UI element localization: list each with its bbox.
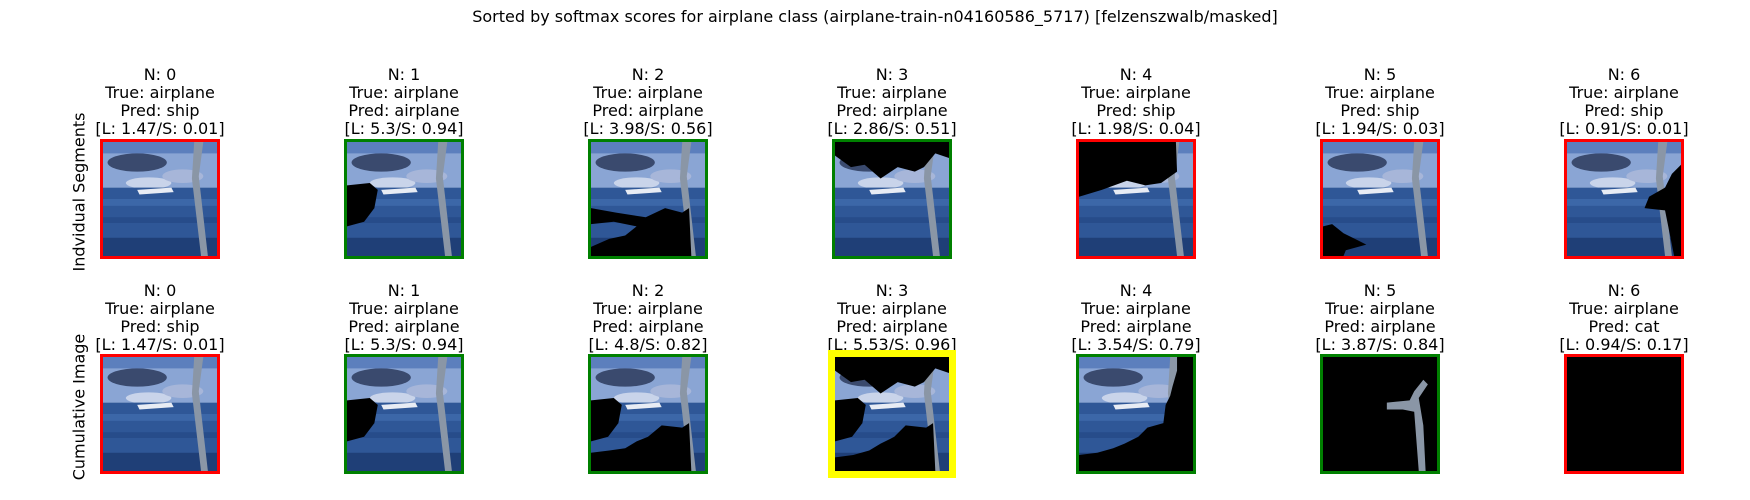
panel-title-true: True: airplane	[593, 299, 703, 318]
panel-title-pred: Pred: airplane	[1324, 317, 1436, 336]
panel-title-pred: Pred: ship	[120, 101, 200, 120]
panel-title-true: True: airplane	[105, 299, 215, 318]
panel-title-pred: Pred: ship	[120, 317, 200, 336]
panel-title-pred: Pred: airplane	[592, 101, 704, 120]
panel-title-true: True: airplane	[1325, 299, 1435, 318]
panel-title-ls: [L: 5.3/S: 0.94]	[344, 335, 464, 354]
figure-title: Sorted by softmax scores for airplane cl…	[472, 7, 1278, 26]
panel-title-pred: Pred: airplane	[836, 317, 948, 336]
panel-image	[344, 139, 464, 259]
panel-title-n: N: 0	[143, 65, 177, 84]
panel-image	[588, 354, 708, 474]
panel-title-n: N: 6	[1607, 65, 1641, 84]
panel-title-n: N: 3	[875, 281, 909, 300]
panel-image	[832, 139, 952, 259]
panel-title-pred: Pred: ship	[1340, 101, 1420, 120]
panel-title-n: N: 4	[1119, 65, 1153, 84]
panel-image	[344, 354, 464, 474]
panel-title-n: N: 1	[387, 65, 421, 84]
panel-title-true: True: airplane	[593, 83, 703, 102]
panel-image	[1076, 354, 1196, 474]
panel-title-ls: [L: 2.86/S: 0.51]	[827, 119, 957, 138]
panel-title-n: N: 5	[1363, 281, 1397, 300]
panel-title-ls: [L: 0.91/S: 0.01]	[1559, 119, 1689, 138]
panel-title-pred: Pred: airplane	[348, 317, 460, 336]
panel-title-n: N: 4	[1119, 281, 1153, 300]
panel-title-pred: Pred: ship	[1584, 101, 1664, 120]
panel-title-n: N: 2	[631, 281, 665, 300]
panel-title-pred: Pred: airplane	[592, 317, 704, 336]
panel-title-ls: [L: 0.94/S: 0.17]	[1559, 335, 1689, 354]
panel-title-n: N: 1	[387, 281, 421, 300]
panel-image	[1320, 354, 1440, 474]
panel-title-true: True: airplane	[1569, 299, 1679, 318]
panel-title-ls: [L: 3.87/S: 0.84]	[1315, 335, 1445, 354]
panel-title-ls: [L: 1.47/S: 0.01]	[95, 119, 225, 138]
panel-title-true: True: airplane	[1081, 83, 1191, 102]
panel-image	[100, 139, 220, 259]
panel-title-ls: [L: 3.98/S: 0.56]	[583, 119, 713, 138]
panel-title-true: True: airplane	[349, 299, 459, 318]
panel-title-ls: [L: 3.54/S: 0.79]	[1071, 335, 1201, 354]
panel-title-true: True: airplane	[1569, 83, 1679, 102]
panel-title-ls: [L: 5.53/S: 0.96]	[827, 335, 957, 354]
panel-title-true: True: airplane	[1081, 299, 1191, 318]
panel-image	[588, 139, 708, 259]
panel-title-ls: [L: 5.3/S: 0.94]	[344, 119, 464, 138]
panel-image	[1564, 354, 1684, 474]
panel-title-n: N: 0	[143, 281, 177, 300]
panel-image	[1320, 139, 1440, 259]
panel-image	[1076, 139, 1196, 259]
panel-title-true: True: airplane	[837, 299, 947, 318]
panel-title-ls: [L: 1.94/S: 0.03]	[1315, 119, 1445, 138]
panel-title-n: N: 6	[1607, 281, 1641, 300]
panel-title-pred: Pred: cat	[1588, 317, 1660, 336]
panel-title-true: True: airplane	[837, 83, 947, 102]
panel-title-true: True: airplane	[349, 83, 459, 102]
panel-title-n: N: 3	[875, 65, 909, 84]
panel-title-pred: Pred: airplane	[348, 101, 460, 120]
panel-title-pred: Pred: ship	[1096, 101, 1176, 120]
panel-title-true: True: airplane	[105, 83, 215, 102]
panel-title-ls: [L: 1.98/S: 0.04]	[1071, 119, 1201, 138]
panel-title-n: N: 2	[631, 65, 665, 84]
panel-image	[100, 354, 220, 474]
panel-title-n: N: 5	[1363, 65, 1397, 84]
panel-image	[1564, 139, 1684, 259]
panel-title-pred: Pred: airplane	[836, 101, 948, 120]
panel-image	[828, 350, 956, 478]
panel-title-pred: Pred: airplane	[1080, 317, 1192, 336]
panel-title-true: True: airplane	[1325, 83, 1435, 102]
row-label-cumulative: Cumulative Image	[69, 333, 89, 481]
panel-title-ls: [L: 1.47/S: 0.01]	[95, 335, 225, 354]
panel-title-ls: [L: 4.8/S: 0.82]	[588, 335, 708, 354]
